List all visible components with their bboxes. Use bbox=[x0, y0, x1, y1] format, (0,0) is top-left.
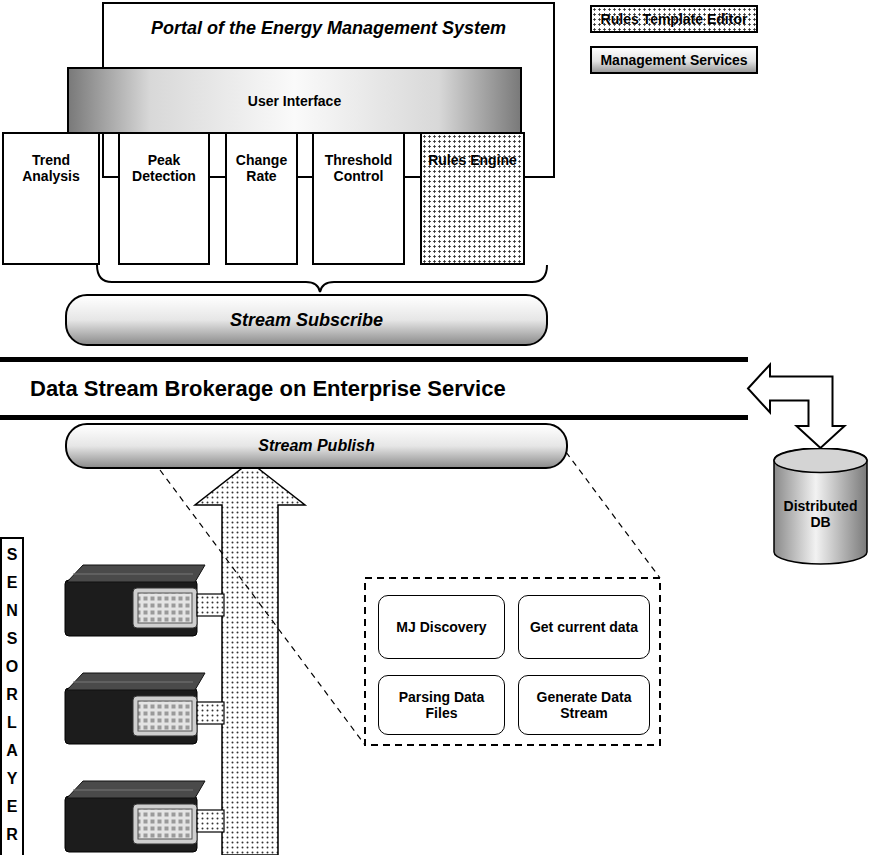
module-box: Trend Analysis bbox=[2, 132, 100, 265]
node-label: Parsing Data Files bbox=[385, 689, 498, 721]
text-group: Portal of the Energy Management System bbox=[151, 18, 506, 39]
module-box: Change Rate bbox=[225, 132, 298, 265]
node-label: Change Rate bbox=[230, 152, 293, 184]
text-group: Trend Analysis bbox=[7, 152, 95, 184]
text-group: Management Services bbox=[600, 52, 747, 68]
sensor-device bbox=[65, 565, 224, 636]
data-flow-arrow bbox=[195, 462, 305, 855]
arrow-head bbox=[748, 365, 770, 413]
node-label: MJ Discovery bbox=[396, 619, 486, 635]
cylinder-body bbox=[774, 448, 867, 564]
module-box: Threshold Control bbox=[312, 132, 405, 265]
node-label: Threshold Control bbox=[317, 152, 400, 184]
module-box: Rules Engine bbox=[420, 132, 525, 265]
arrow-body bbox=[768, 389, 821, 429]
sensor-device bbox=[65, 781, 224, 852]
legend-box: Management Services bbox=[590, 46, 758, 74]
stream-bar: Stream Publish bbox=[65, 423, 568, 469]
arrow-head bbox=[797, 426, 845, 448]
node-label: Rules Engine bbox=[428, 152, 517, 168]
text-group: Distributed DB bbox=[776, 498, 865, 530]
node-label: SENSOR LAYER bbox=[4, 541, 20, 849]
legend-box: Rules Template Editor bbox=[590, 5, 758, 33]
node-label: Generate Data Stream bbox=[525, 689, 643, 721]
text-group: Generate Data Stream bbox=[525, 689, 643, 721]
stream-bar: Stream Subscribe bbox=[65, 294, 548, 346]
node-label: Stream Subscribe bbox=[230, 310, 383, 331]
text-group: Rules Engine bbox=[428, 152, 517, 168]
leader-line bbox=[566, 452, 660, 578]
node-label: Data Stream Brokerage on Enterprise Serv… bbox=[30, 376, 506, 402]
text-group: Stream Subscribe bbox=[230, 310, 383, 331]
sensor-device bbox=[65, 673, 224, 744]
node-label: Rules Template Editor bbox=[601, 11, 748, 27]
text-group: Get current data bbox=[530, 619, 638, 635]
interface-bar: User Interface bbox=[67, 67, 522, 134]
process-box: Generate Data Stream bbox=[518, 675, 650, 735]
node-label: Trend Analysis bbox=[7, 152, 95, 184]
node-label: User Interface bbox=[248, 93, 341, 109]
process-box: Parsing Data Files bbox=[378, 675, 505, 735]
node-label: Management Services bbox=[600, 52, 747, 68]
node-label: Peak Detection bbox=[123, 152, 205, 184]
database-cylinder: Distributed DB bbox=[773, 448, 868, 565]
text-group: Stream Publish bbox=[258, 437, 374, 455]
module-box: Peak Detection bbox=[118, 132, 210, 265]
node-label: Portal of the Energy Management System bbox=[151, 18, 506, 39]
node-label: Distributed DB bbox=[776, 498, 865, 530]
cylinder-top bbox=[774, 449, 867, 473]
text-group: Peak Detection bbox=[123, 152, 205, 184]
text-group: Rules Template Editor bbox=[601, 11, 748, 27]
text-group: User Interface bbox=[248, 93, 341, 109]
process-box: Get current data bbox=[518, 595, 650, 659]
brace bbox=[97, 265, 547, 292]
text-group: Parsing Data Files bbox=[385, 689, 498, 721]
leader-line bbox=[160, 470, 365, 745]
text-group: MJ Discovery bbox=[396, 619, 486, 635]
text-group: Threshold Control bbox=[317, 152, 400, 184]
node-label: Stream Publish bbox=[258, 437, 374, 455]
node-label: Get current data bbox=[530, 619, 638, 635]
double-arrow bbox=[748, 365, 845, 449]
detail-frame bbox=[365, 578, 660, 745]
text-group: Data Stream Brokerage on Enterprise Serv… bbox=[30, 376, 506, 402]
text-group: Change Rate bbox=[230, 152, 293, 184]
layer-column: SENSOR LAYER bbox=[0, 537, 24, 855]
text-group: SENSOR LAYER bbox=[4, 541, 20, 849]
process-box: MJ Discovery bbox=[378, 595, 505, 659]
bus-band: Data Stream Brokerage on Enterprise Serv… bbox=[0, 357, 748, 420]
